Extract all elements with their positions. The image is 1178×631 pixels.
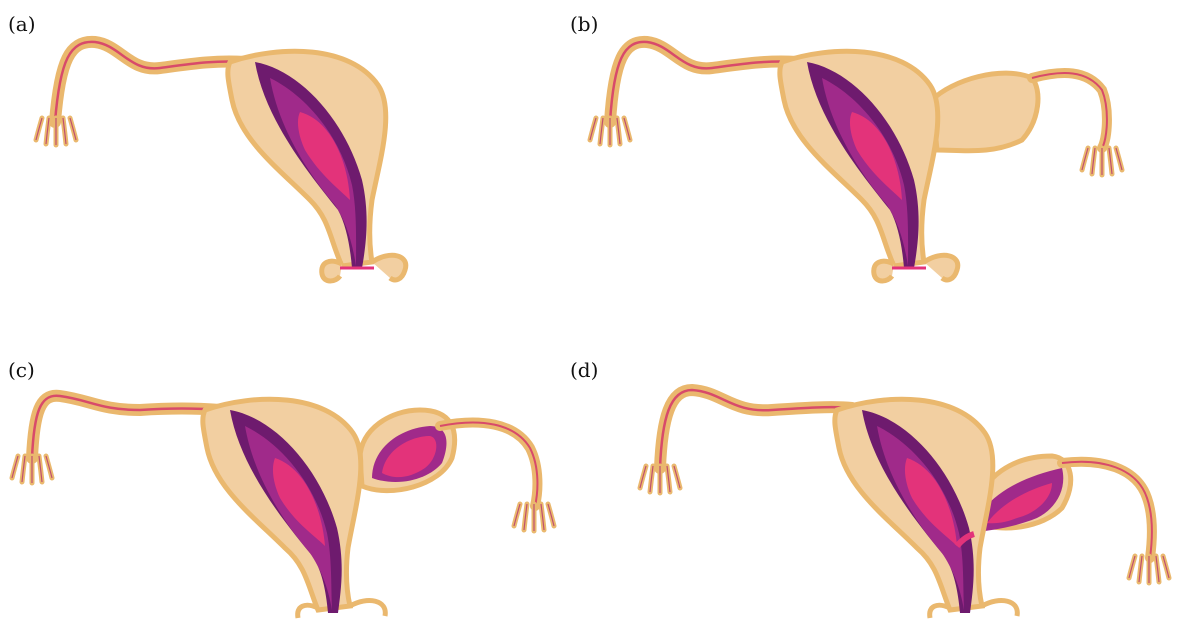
panel-d: (d) bbox=[562, 318, 1122, 618]
uterus-illustration bbox=[0, 318, 560, 618]
fallopian-tube bbox=[32, 396, 220, 458]
rudimentary-horn bbox=[932, 73, 1038, 151]
uterus-illustration bbox=[562, 0, 1122, 300]
panel-c: (c) bbox=[0, 318, 560, 618]
panel-b: (b) bbox=[562, 0, 1122, 300]
fallopian-tube bbox=[660, 390, 852, 468]
panel-a: (a) bbox=[0, 0, 560, 300]
fallopian-tube bbox=[55, 42, 245, 122]
uterus-illustration bbox=[562, 318, 1122, 618]
fallopian-tube bbox=[610, 42, 797, 122]
uterus-illustration bbox=[0, 0, 560, 300]
